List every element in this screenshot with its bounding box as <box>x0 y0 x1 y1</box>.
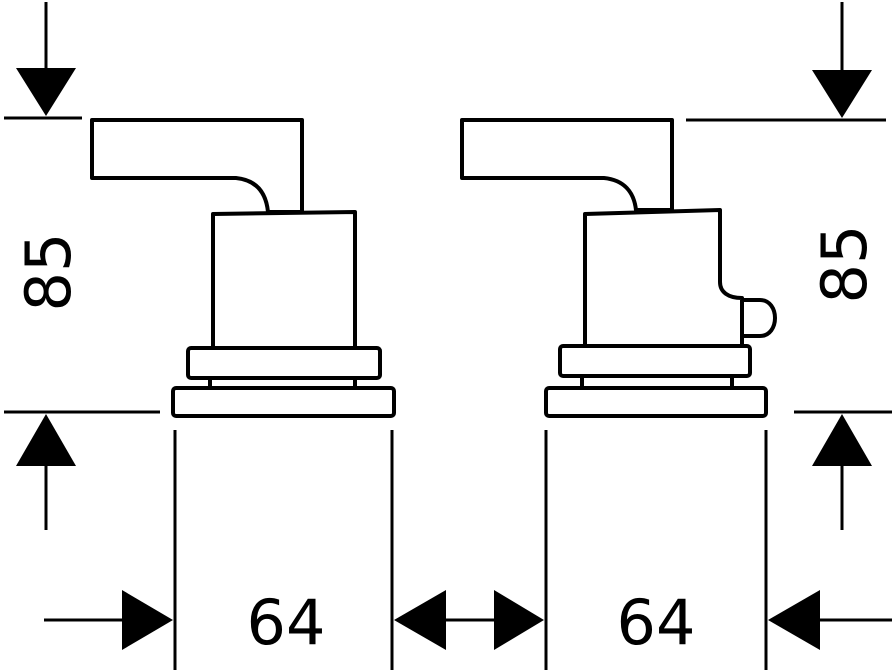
right-height-label: 85 <box>808 225 881 304</box>
right-lever <box>460 118 674 212</box>
width-dimensions: 64 64 <box>44 430 892 670</box>
middle-arrow-left-icon <box>394 590 446 650</box>
right-valve-handle <box>460 118 777 418</box>
right-bottom-arrow-up-icon <box>812 414 872 466</box>
left-valve-body <box>211 210 357 350</box>
right-valve-body <box>583 208 744 348</box>
left-upper-flange <box>186 346 382 380</box>
left-width-label: 64 <box>247 586 326 659</box>
left-base-plate <box>171 386 396 418</box>
left-lever <box>90 118 304 214</box>
right-upper-flange <box>558 344 752 378</box>
left-top-arrow-down-icon <box>16 68 76 116</box>
right-top-arrow-down-icon <box>812 70 872 118</box>
right-base-plate <box>544 386 768 418</box>
right-width-arrow-left-icon <box>768 590 820 650</box>
left-bottom-arrow-up-icon <box>16 414 76 466</box>
middle-arrow-right-icon <box>494 590 544 650</box>
right-height-dimension: 85 <box>686 2 892 530</box>
left-height-dimension: 85 <box>4 2 160 530</box>
left-valve-handle <box>90 118 396 418</box>
right-width-label: 64 <box>617 586 696 659</box>
right-side-knob <box>742 298 777 338</box>
left-height-label: 85 <box>12 233 85 312</box>
left-width-arrow-right-icon <box>122 590 173 650</box>
